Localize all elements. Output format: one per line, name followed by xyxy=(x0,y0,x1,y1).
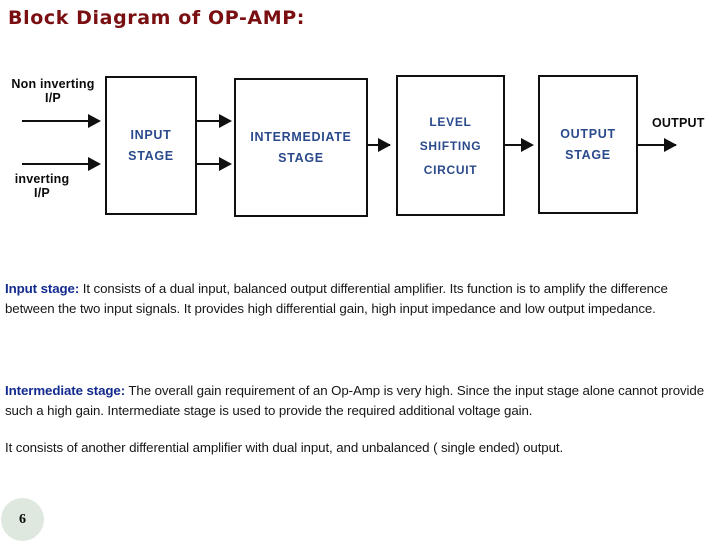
connector-output-stage-to-output xyxy=(638,144,676,146)
block-diagram: Non inverting I/P inverting I/P INPUT ST… xyxy=(0,60,720,230)
connector-level-to-output xyxy=(505,144,531,146)
connector-input-to-intermediate-bottom xyxy=(197,163,227,165)
page-number: 6 xyxy=(19,511,26,527)
block-level-shifting-line1: LEVEL xyxy=(429,114,472,129)
label-non-inverting-input-line2: I/P xyxy=(45,91,61,106)
paragraph-intermediate-stage-lead: Intermediate stage: xyxy=(5,383,126,399)
block-input-stage-line2: STAGE xyxy=(128,148,174,163)
label-inverting-input: inverting I/P xyxy=(3,172,81,201)
paragraph-input-stage-text: It consists of a dual input, balanced ou… xyxy=(5,281,668,316)
block-output-stage-line1: OUTPUT xyxy=(560,126,616,141)
arrowhead-icon xyxy=(378,138,391,152)
connector-input-to-intermediate-top xyxy=(197,120,227,122)
block-input-stage-line1: INPUT xyxy=(130,127,172,142)
label-inverting-input-line1: inverting xyxy=(14,172,70,186)
arrowhead-icon xyxy=(521,138,534,152)
connector-inverting-to-input xyxy=(22,163,94,165)
arrowhead-icon xyxy=(88,114,101,128)
block-output-stage-line2: STAGE xyxy=(565,147,611,162)
label-output: OUTPUT xyxy=(652,116,705,130)
paragraph-additional: It consists of another differential ampl… xyxy=(5,438,715,458)
paragraph-intermediate-stage: Intermediate stage: The overall gain req… xyxy=(5,381,715,420)
block-level-shifting-circuit: LEVEL SHIFTING CIRCUIT xyxy=(396,75,505,216)
connector-noninverting-to-input xyxy=(22,120,94,122)
label-non-inverting-input: Non inverting I/P xyxy=(5,77,101,106)
arrowhead-icon xyxy=(664,138,677,152)
arrowhead-icon xyxy=(219,157,232,171)
block-level-shifting-line2: SHIFTING xyxy=(419,138,482,153)
page-title: Block Diagram of OP-AMP: xyxy=(8,7,305,29)
label-non-inverting-input-line1: Non inverting xyxy=(11,77,95,91)
paragraph-intermediate-stage-text: The overall gain requirement of an Op-Am… xyxy=(5,383,704,418)
arrowhead-icon xyxy=(219,114,232,128)
page-number-badge: 6 xyxy=(1,498,44,541)
block-intermediate-stage: INTERMEDIATE STAGE xyxy=(234,78,368,217)
paragraph-input-stage: Input stage: It consists of a dual input… xyxy=(5,279,715,318)
block-intermediate-stage-line2: STAGE xyxy=(278,150,324,165)
paragraph-input-stage-lead: Input stage: xyxy=(5,281,80,297)
block-level-shifting-line3: CIRCUIT xyxy=(423,162,478,177)
label-inverting-input-line2: I/P xyxy=(34,186,50,201)
paragraph-additional-text: It consists of another differential ampl… xyxy=(5,440,564,456)
block-output-stage: OUTPUT STAGE xyxy=(538,75,638,214)
arrowhead-icon xyxy=(88,157,101,171)
block-intermediate-stage-line1: INTERMEDIATE xyxy=(250,129,352,144)
block-input-stage: INPUT STAGE xyxy=(105,76,197,215)
